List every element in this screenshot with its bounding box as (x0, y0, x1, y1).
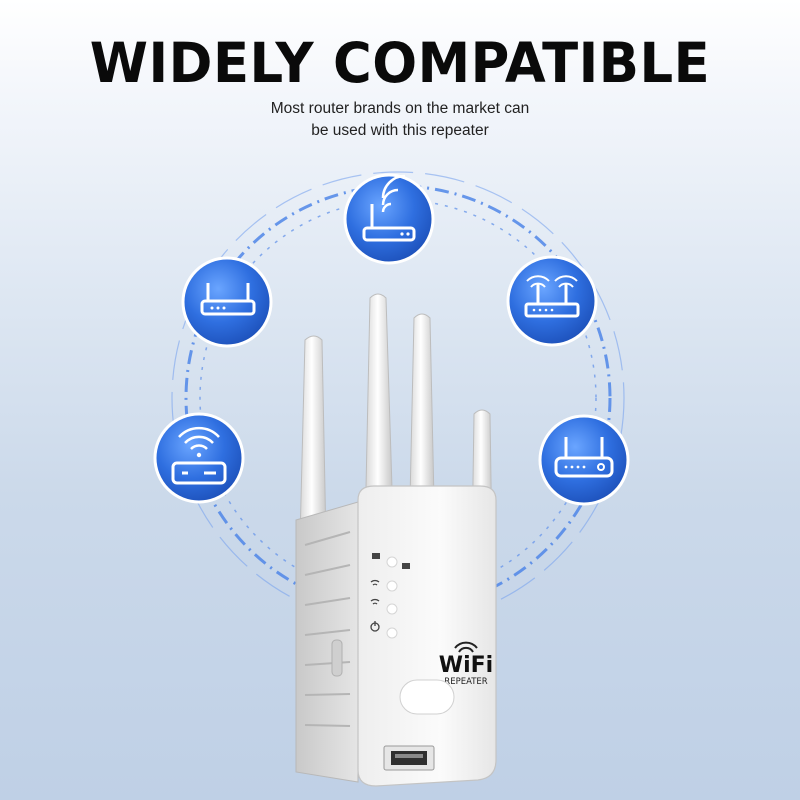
subtitle: Most router brands on the market can be … (0, 98, 800, 142)
router-upper-left-icon (181, 256, 273, 348)
ethernet-port[interactable] (383, 745, 435, 771)
headline: WIDELY COMPATIBLE (89, 31, 711, 95)
lan-indicator-2-icon (402, 563, 410, 569)
wifi-repeater-device: WiFi REPEATER (295, 293, 497, 787)
logo-subtext: REPEATER (444, 677, 487, 687)
subtitle-line-1: Most router brands on the market can (270, 100, 530, 117)
side-vents (304, 531, 351, 727)
logo-text: WiFi (439, 653, 493, 678)
router-lower-left-icon (153, 412, 245, 504)
router-lower-right-icon (538, 414, 630, 506)
router-top-icon (343, 173, 435, 265)
router-upper-right-icon (506, 255, 598, 347)
antenna-right (409, 313, 435, 501)
wifi-indicator-icon (370, 579, 380, 586)
antenna-left (365, 293, 393, 489)
lan-indicator-icon (372, 553, 380, 559)
indicator-panel (370, 553, 410, 639)
wifi-indicator-2-icon (370, 598, 380, 605)
wifi-logo: WiFi REPEATER (439, 641, 493, 687)
side-button (331, 639, 343, 677)
power-indicator-icon (370, 621, 380, 632)
subtitle-line-2: be used with this repeater (311, 122, 489, 139)
wps-button[interactable] (399, 679, 455, 715)
